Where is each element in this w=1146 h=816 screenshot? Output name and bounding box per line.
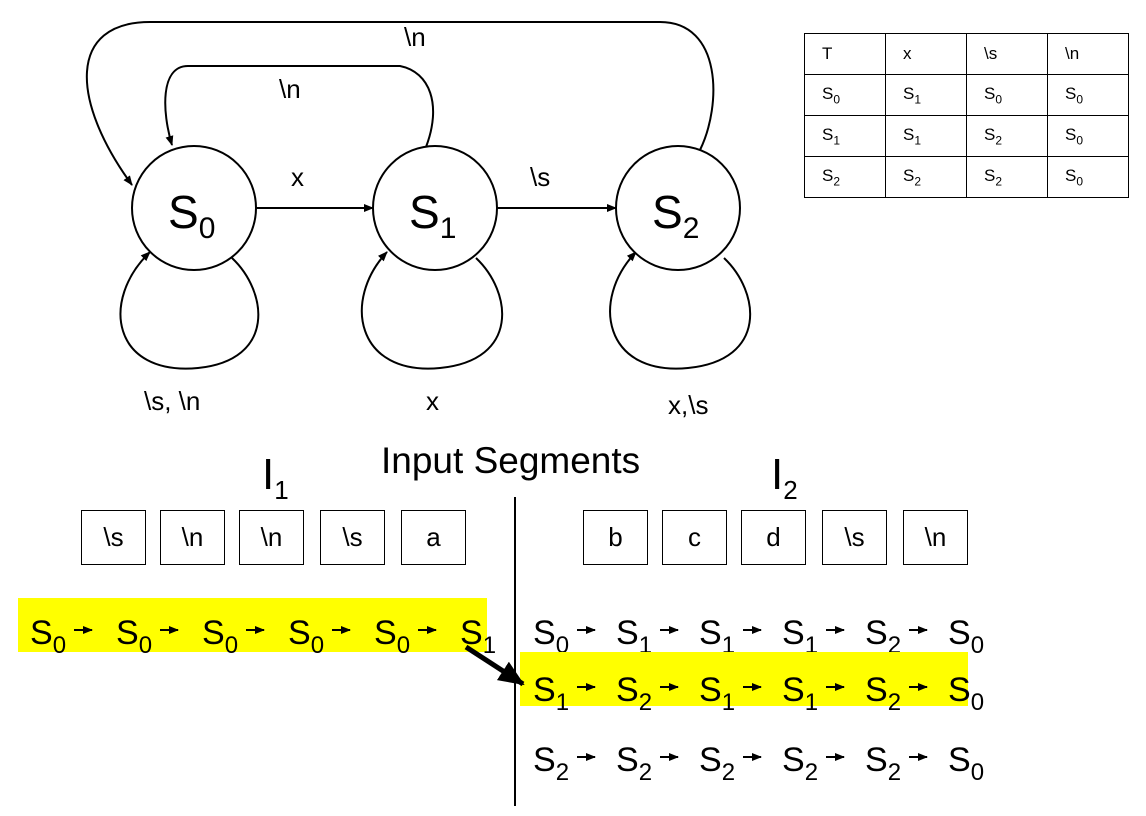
input-segments-title: Input Segments — [381, 440, 641, 481]
table-cell: S0 — [1047, 115, 1129, 157]
i1-token-box: \n — [239, 510, 304, 565]
table-cell: S0 — [804, 74, 886, 116]
state-token: S0 — [202, 614, 238, 659]
carry-over-arrow — [464, 644, 525, 687]
label-s2-self: x,\s — [668, 390, 708, 420]
state-token: S0 — [30, 614, 66, 659]
table-header-row: T x \s \n — [804, 33, 1129, 75]
table-cell: S2 — [966, 156, 1048, 198]
table-header-cell: T — [804, 33, 886, 75]
i1-token-box: a — [401, 510, 466, 565]
svg-text:S0: S0 — [168, 186, 215, 245]
i1-token-box: \s — [320, 510, 385, 565]
svg-text:S1: S1 — [409, 186, 456, 245]
table-header-cell: \n — [1047, 33, 1129, 75]
i1-token-box: \s — [81, 510, 146, 565]
table-row: S2 S2 S2 S0 — [804, 156, 1129, 198]
state-token: S2 — [616, 741, 652, 786]
state-token: S1 — [533, 671, 569, 716]
label-s1-s2: \s — [530, 162, 550, 192]
table-row: S0 S1 S0 S0 — [804, 74, 1129, 116]
state-token: S0 — [374, 614, 410, 659]
transition-table: T x \s \n S0 S1 S0 S0 S1 S1 S2 S0 S2 S2 … — [804, 33, 1129, 198]
table-cell: S0 — [1047, 156, 1129, 198]
edge-s1-s0 — [164, 65, 435, 148]
state-token: S2 — [865, 671, 901, 716]
table-cell: S0 — [966, 74, 1048, 116]
i2-token-box: c — [662, 510, 727, 565]
table-header-cell: x — [885, 33, 967, 75]
svg-text:S2: S2 — [652, 186, 699, 245]
table-cell: S0 — [1047, 74, 1129, 116]
state-token: S0 — [288, 614, 324, 659]
segment-i1-label: I1 — [262, 450, 289, 505]
state-s0: S0 — [131, 145, 257, 271]
highlight-band — [18, 598, 487, 652]
label-s1-s0: \n — [279, 74, 301, 104]
highlight-band — [520, 652, 968, 706]
state-s1: S1 — [372, 145, 498, 271]
label-s2-s0: \n — [404, 22, 426, 52]
table-cell: S2 — [804, 156, 886, 198]
label-s1-self: x — [426, 386, 439, 416]
i1-token-box: \n — [160, 510, 225, 565]
state-token: S0 — [948, 671, 984, 716]
state-token: S2 — [865, 741, 901, 786]
table-cell: S2 — [966, 115, 1048, 157]
table-cell: S1 — [804, 115, 886, 157]
label-s0-s1: x — [291, 162, 304, 192]
self-loop-s0 — [119, 251, 260, 370]
edge-s2-s0 — [85, 21, 715, 186]
state-token: S2 — [699, 741, 735, 786]
i2-token-box: d — [741, 510, 806, 565]
state-s2: S2 — [615, 145, 741, 271]
i2-token-box: b — [583, 510, 648, 565]
table-row: S1 S1 S2 S0 — [804, 115, 1129, 157]
state-token: S1 — [460, 614, 496, 659]
i2-token-box: \n — [903, 510, 968, 565]
segment-i2-label: I2 — [771, 450, 798, 505]
label-s0-self: \s, \n — [144, 386, 200, 416]
i2-token-box: \s — [822, 510, 887, 565]
table-cell: S1 — [885, 74, 967, 116]
self-loop-s1 — [360, 251, 504, 370]
state-token: S2 — [616, 671, 652, 716]
table-cell: S1 — [885, 115, 967, 157]
state-token: S0 — [948, 741, 984, 786]
state-token: S1 — [699, 671, 735, 716]
state-token: S2 — [533, 741, 569, 786]
i1-state-sequences: S0 S0 S0 S0 S0 S1 — [18, 598, 496, 659]
state-token: S0 — [116, 614, 152, 659]
self-loop-s2 — [609, 251, 752, 370]
state-token: S1 — [782, 671, 818, 716]
table-header-cell: \s — [966, 33, 1048, 75]
state-token: S0 — [948, 614, 984, 659]
table-cell: S2 — [885, 156, 967, 198]
state-token: S2 — [782, 741, 818, 786]
